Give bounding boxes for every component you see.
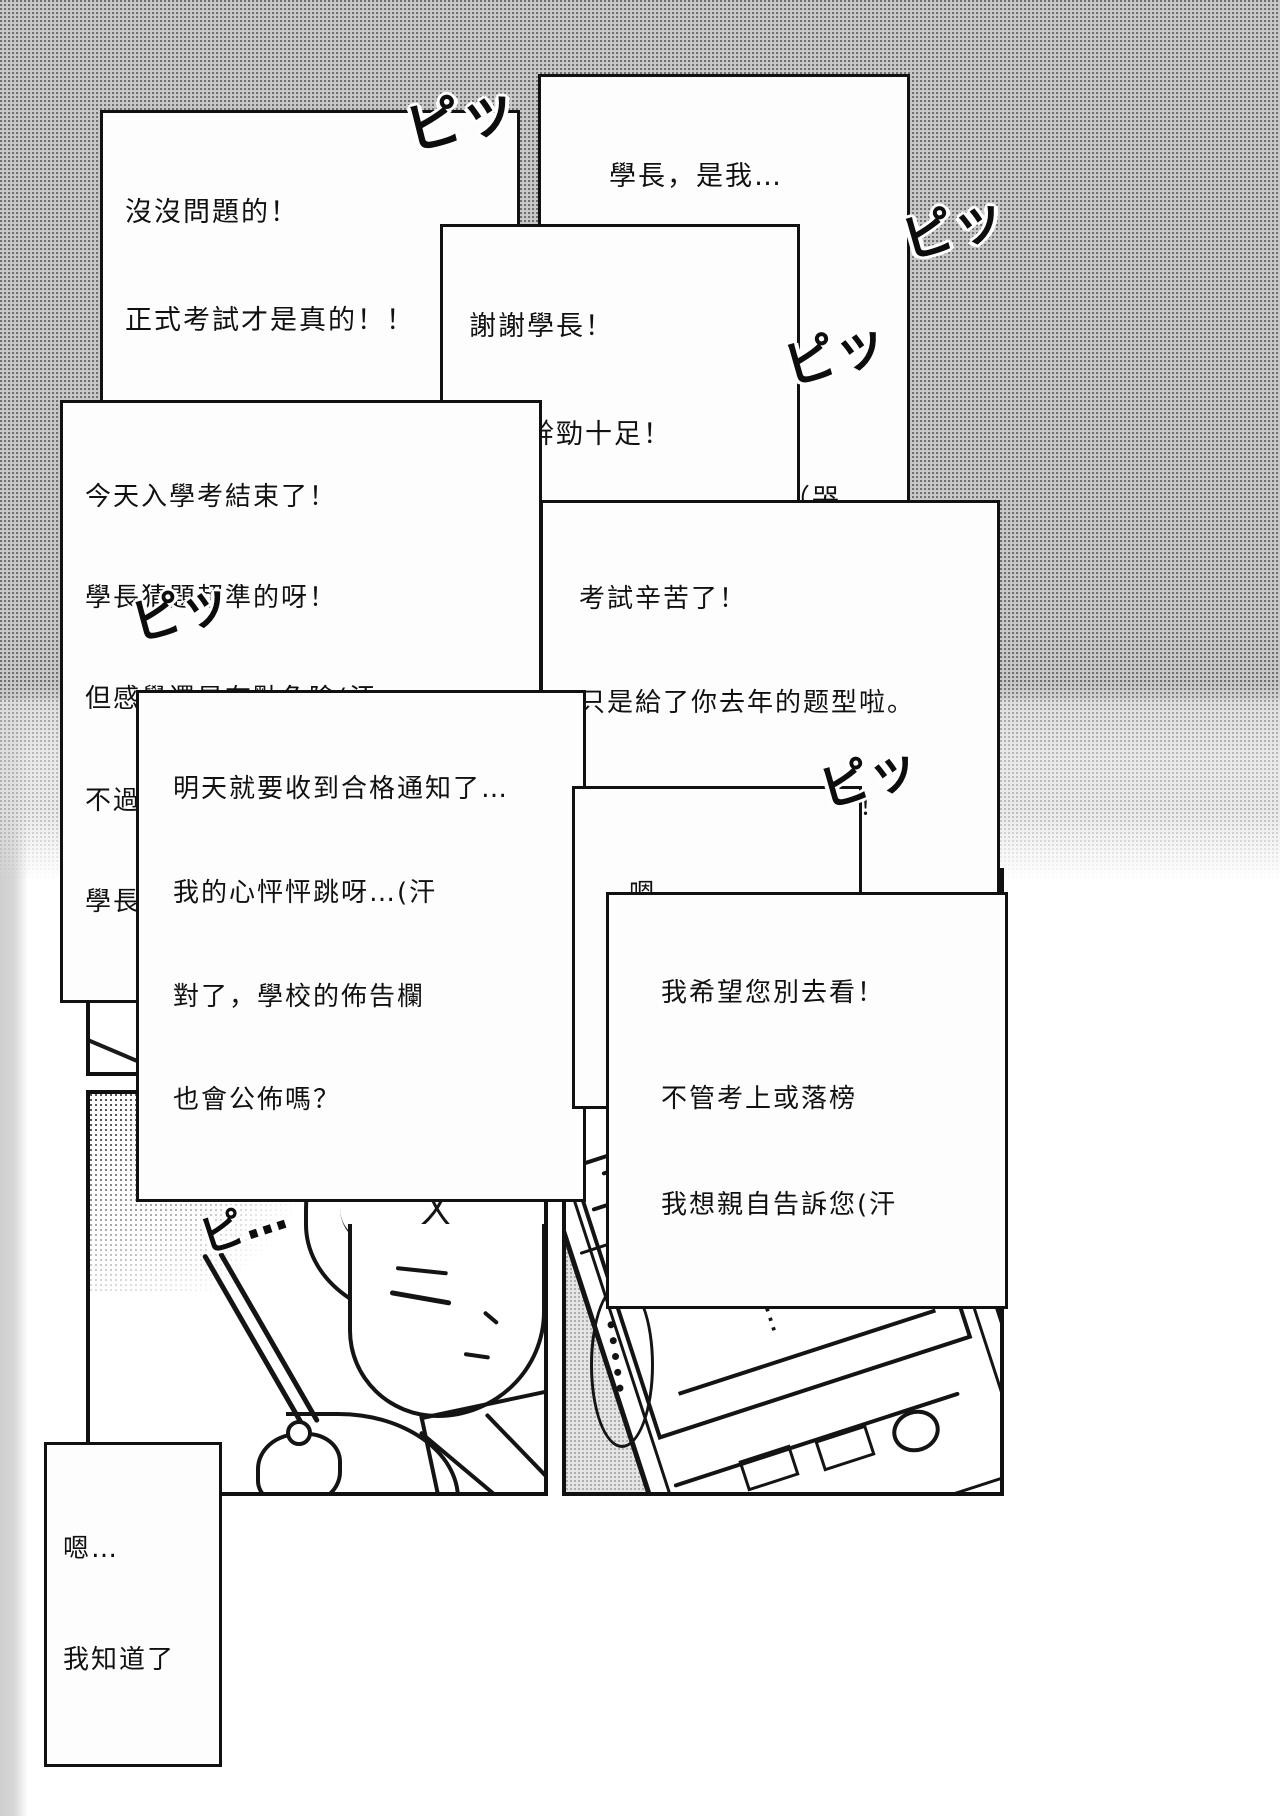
bubble-line: 嗯… (63, 1533, 120, 1564)
bubble-line: 沒沒問題的！ (125, 196, 299, 228)
girl-pen-tip (286, 1420, 312, 1446)
bubble-line: 今天入學考結束了！ (85, 481, 338, 512)
bubble-line: 對了，學校的佈告欄 (173, 981, 426, 1012)
girl-face (348, 1224, 544, 1418)
bubble-results-tomorrow: 明天就要收到合格通知了… 我的心怦怦跳呀…(汗 對了，學校的佈告欄 也會公佈嗎？ (136, 690, 586, 1203)
bubble-dont-look: 我希望您別去看！ 不管考上或落榜 我想親自告訴您(汗 (606, 892, 1008, 1309)
bubble-line: 我想親自告訴您(汗 (661, 1189, 898, 1220)
bubble-line: 學長猜題超準的呀！ (85, 582, 338, 613)
bubble-line: 也會公佈嗎？ (173, 1085, 342, 1116)
bubble-line: 我希望您別去看！ (661, 977, 886, 1008)
bubble-understood: 嗯… 我知道了 (44, 1442, 222, 1768)
bubble-line: 謝謝學長！ (469, 310, 614, 342)
bubble-line: 我知道了 (63, 1644, 176, 1675)
bubble-line: 學長，是我… (609, 160, 783, 192)
bubble-line: 我的心怦怦跳呀…(汗 (173, 877, 438, 908)
bubble-line: 只是給了你去年的题型啦。 (579, 687, 916, 718)
bubble-line: 考試辛苦了！ (579, 584, 748, 615)
bubble-line: 明天就要收到合格通知了… (173, 774, 510, 805)
bubble-line: 正式考試才是真的！！ (125, 304, 415, 336)
bubble-line: 不管考上或落榜 (661, 1083, 858, 1114)
